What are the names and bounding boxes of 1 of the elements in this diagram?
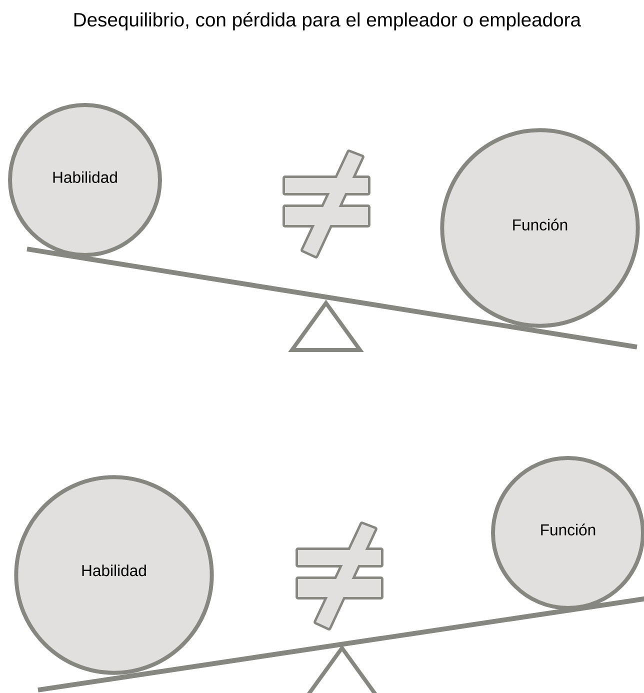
title: Desequilibrio, con pérdida para el empleador o empleadora — [74, 12, 581, 30]
